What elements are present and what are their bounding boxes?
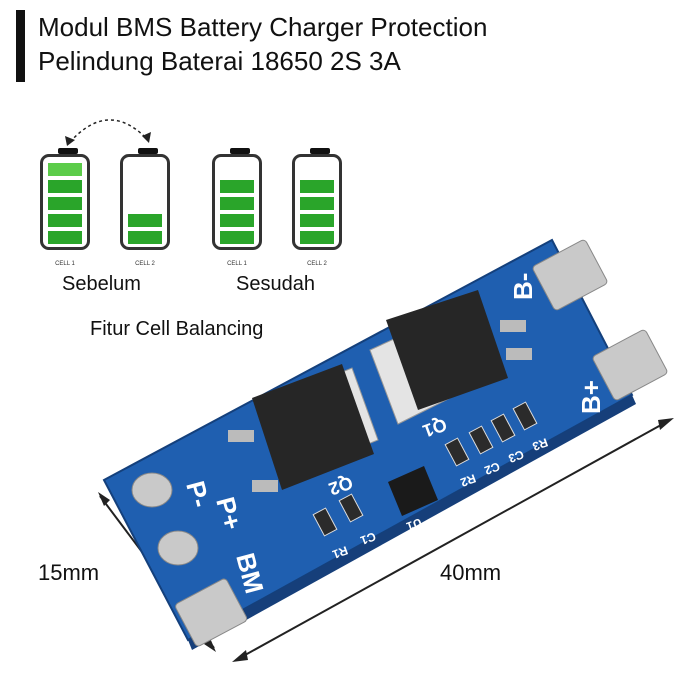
battery-level-bar xyxy=(48,163,82,176)
label-c2: C2 xyxy=(482,459,502,478)
pad-p-minus xyxy=(131,472,173,508)
mosfet-q2 xyxy=(228,364,379,492)
battery-icon xyxy=(120,148,176,250)
battery-icon xyxy=(40,148,96,250)
after-label: Sesudah xyxy=(236,273,315,295)
label-b-plus: B+ xyxy=(576,380,606,414)
dimension-height-label: 15mm xyxy=(38,560,100,585)
cell-label: CELL 2 xyxy=(135,261,155,267)
dimension-line-40mm xyxy=(232,418,674,662)
before-label: Sebelum xyxy=(62,273,141,295)
battery-icon xyxy=(212,148,268,250)
battery-level-bar xyxy=(220,231,254,244)
feature-label: Fitur Cell Balancing xyxy=(90,318,264,340)
page-title: Modul BMS Battery Charger Protection Pel… xyxy=(38,10,487,78)
battery-level-bar xyxy=(48,180,82,193)
battery-level-bar xyxy=(220,197,254,210)
dimension-width-label: 40mm xyxy=(440,560,502,585)
label-u1: U1 xyxy=(404,515,424,534)
battery-level-bar xyxy=(48,231,82,244)
smd-components xyxy=(312,401,538,537)
ic-u1 xyxy=(388,466,438,516)
label-b-minus: B- xyxy=(508,273,538,300)
pcb-edge xyxy=(188,395,636,650)
battery-level-bar xyxy=(220,180,254,193)
battery-level-bar xyxy=(128,231,162,244)
cell-balancing-illustration: CELL 1 CELL 2 CELL 1 CELL 2 Sebelum Sesudah… xyxy=(40,110,360,350)
title-accent-bar xyxy=(16,10,25,82)
pad-b-minus xyxy=(532,239,608,311)
battery-level-bar xyxy=(48,214,82,227)
battery-level-bar xyxy=(300,231,334,244)
label-c3: C3 xyxy=(506,447,526,466)
label-r3: R3 xyxy=(530,435,550,454)
battery-level-bar xyxy=(300,197,334,210)
battery-level-bar xyxy=(48,197,82,210)
cell-label: CELL 1 xyxy=(227,261,247,267)
title-line-2: Pelindung Baterai 18650 2S 3A xyxy=(38,46,401,76)
battery-level-bar xyxy=(128,214,162,227)
cell-label: CELL 1 xyxy=(55,261,75,267)
label-r1: R1 xyxy=(330,543,350,562)
label-c1: C1 xyxy=(358,529,378,548)
label-r2: R2 xyxy=(458,471,478,490)
mosfet-q1 xyxy=(369,290,532,425)
swap-arrow-icon xyxy=(65,119,151,146)
battery-level-bar xyxy=(300,214,334,227)
pad-b-plus xyxy=(592,329,668,401)
cell-label: CELL 2 xyxy=(307,261,327,267)
battery-level-bar xyxy=(220,214,254,227)
pad-p-plus xyxy=(157,530,199,566)
title-line-1: Modul BMS Battery Charger Protection xyxy=(38,12,488,42)
pad-bm xyxy=(175,578,248,647)
battery-icon xyxy=(292,148,348,250)
battery-level-bar xyxy=(300,180,334,193)
